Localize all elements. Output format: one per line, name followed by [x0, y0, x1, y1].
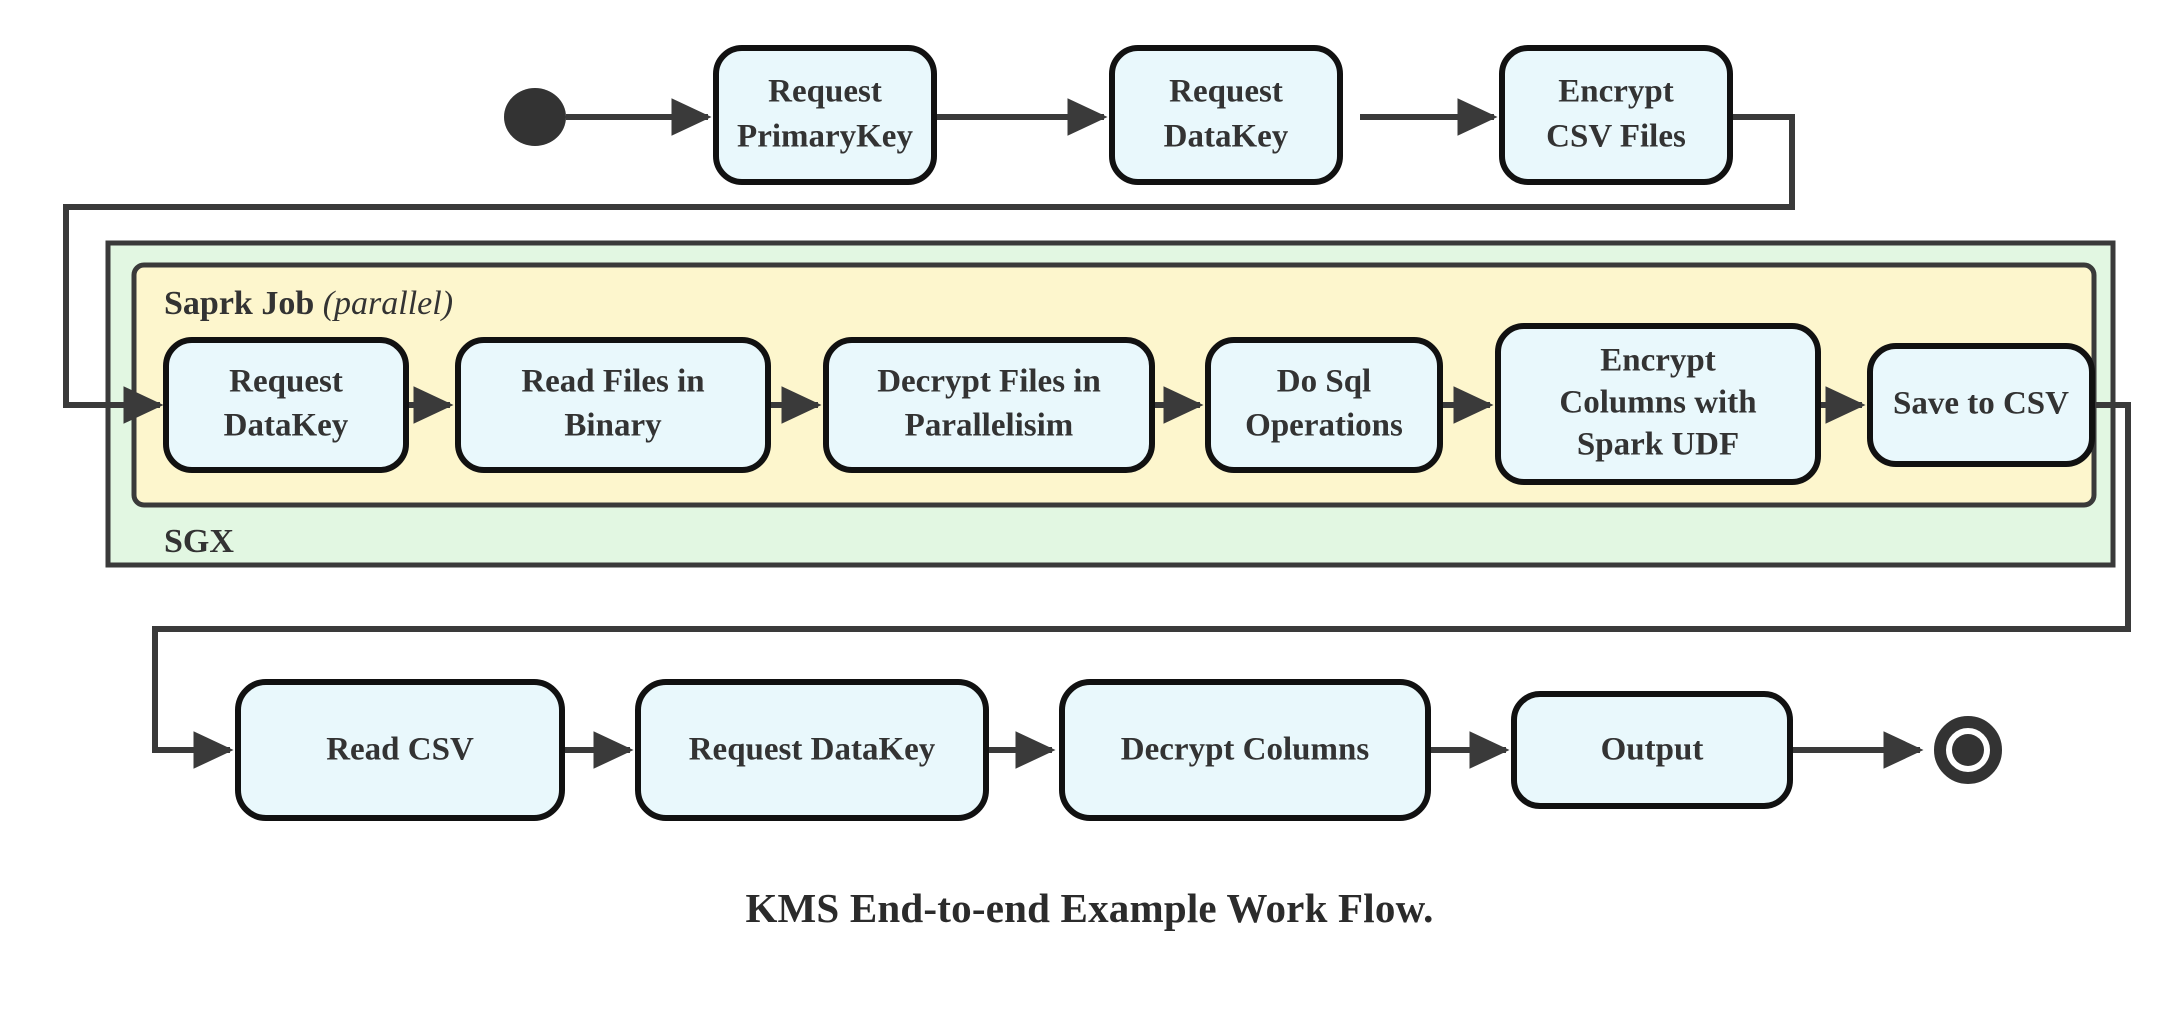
node-encrypt-columns-with-spark-udf-line-1: Encrypt — [1600, 343, 1716, 379]
node-request-datakey-top-line-2: DataKey — [1164, 119, 1289, 155]
node-save-to-csv-label: Save to CSV — [1893, 386, 2069, 422]
node-encrypt-columns-with-spark-udf-line-3: Spark UDF — [1577, 427, 1739, 463]
node-encrypt-csv-files-line-2: CSV Files — [1546, 119, 1686, 155]
node-decrypt-columns-label: Decrypt Columns — [1121, 732, 1370, 768]
diagram-caption: KMS End-to-end Example Work Flow. — [745, 885, 1434, 931]
sgx-label: SGX — [164, 523, 234, 560]
node-read-files-in-binary[interactable]: Read Files in Binary — [455, 337, 771, 473]
node-output-rect[interactable] — [1511, 691, 1793, 809]
node-request-datakey-top[interactable]: Request DataKey — [1109, 45, 1343, 185]
node-decrypt-files-in-parallelisim-rect[interactable] — [823, 337, 1155, 473]
node-request-datakey-spark-rect[interactable] — [163, 337, 409, 473]
node-decrypt-files-in-parallelisim-line-1: Decrypt Files in — [877, 364, 1101, 400]
node-request-datakey-spark[interactable]: Request DataKey — [163, 337, 409, 473]
node-request-datakey-bottom-label: Request DataKey — [689, 732, 936, 768]
node-request-datakey-bottom[interactable]: Request DataKey — [635, 679, 989, 821]
node-request-primarykey-line-1: Request — [768, 74, 882, 110]
spark-job-label: Saprk Job (parallel) — [164, 285, 453, 322]
node-encrypt-csv-files-line-1: Encrypt — [1558, 74, 1674, 110]
node-output-label: Output — [1601, 732, 1704, 768]
node-do-sql-operations-line-2: Operations — [1245, 408, 1403, 444]
node-read-csv-label: Read CSV — [326, 732, 474, 768]
node-request-datakey-top-rect[interactable] — [1109, 45, 1343, 185]
node-request-primarykey[interactable]: Request PrimaryKey — [713, 45, 937, 185]
node-request-datakey-top-line-1: Request — [1169, 74, 1283, 110]
spark-job-label-bold: Saprk Job — [164, 285, 314, 322]
node-request-datakey-spark-line-1: Request — [229, 364, 343, 400]
node-request-datakey-spark-line-2: DataKey — [224, 408, 349, 444]
node-read-csv-rect[interactable] — [235, 679, 565, 821]
node-decrypt-files-in-parallelisim-line-2: Parallelisim — [905, 408, 1074, 444]
edge-save-to-csv-to-read-csv — [152, 402, 2131, 769]
edge-encrypt-csv-files-to-spark-request-datakey — [63, 114, 1795, 424]
node-encrypt-columns-with-spark-udf-rect[interactable] — [1495, 323, 1821, 485]
end-node-ring — [1934, 716, 2002, 784]
node-save-to-csv[interactable]: Save to CSV — [1867, 343, 2095, 467]
node-decrypt-columns-rect[interactable] — [1059, 679, 1431, 821]
node-request-datakey-bottom-rect[interactable] — [635, 679, 989, 821]
node-decrypt-files-in-parallelisim[interactable]: Decrypt Files in Parallelisim — [823, 337, 1155, 473]
node-encrypt-columns-with-spark-udf-line-2: Columns with — [1559, 385, 1756, 421]
node-save-to-csv-rect[interactable] — [1867, 343, 2095, 467]
end-node-dot — [1952, 734, 1984, 766]
node-encrypt-csv-files-rect[interactable] — [1499, 45, 1733, 185]
node-encrypt-csv-files[interactable]: Encrypt CSV Files — [1499, 45, 1733, 185]
start-node — [504, 88, 566, 146]
spark-job-label-italic: (parallel) — [323, 285, 453, 322]
node-read-files-in-binary-rect[interactable] — [455, 337, 771, 473]
node-read-files-in-binary-line-1: Read Files in — [521, 364, 704, 400]
node-decrypt-columns[interactable]: Decrypt Columns — [1059, 679, 1431, 821]
node-do-sql-operations-rect[interactable] — [1205, 337, 1443, 473]
node-encrypt-columns-with-spark-udf[interactable]: Encrypt Columns with Spark UDF — [1495, 323, 1821, 485]
node-do-sql-operations[interactable]: Do Sql Operations — [1205, 337, 1443, 473]
node-output[interactable]: Output — [1511, 691, 1793, 809]
node-read-files-in-binary-line-2: Binary — [564, 408, 662, 444]
node-request-primarykey-line-2: PrimaryKey — [737, 119, 913, 155]
node-read-csv[interactable]: Read CSV — [235, 679, 565, 821]
node-request-primarykey-rect[interactable] — [713, 45, 937, 185]
node-do-sql-operations-line-1: Do Sql — [1277, 364, 1371, 400]
